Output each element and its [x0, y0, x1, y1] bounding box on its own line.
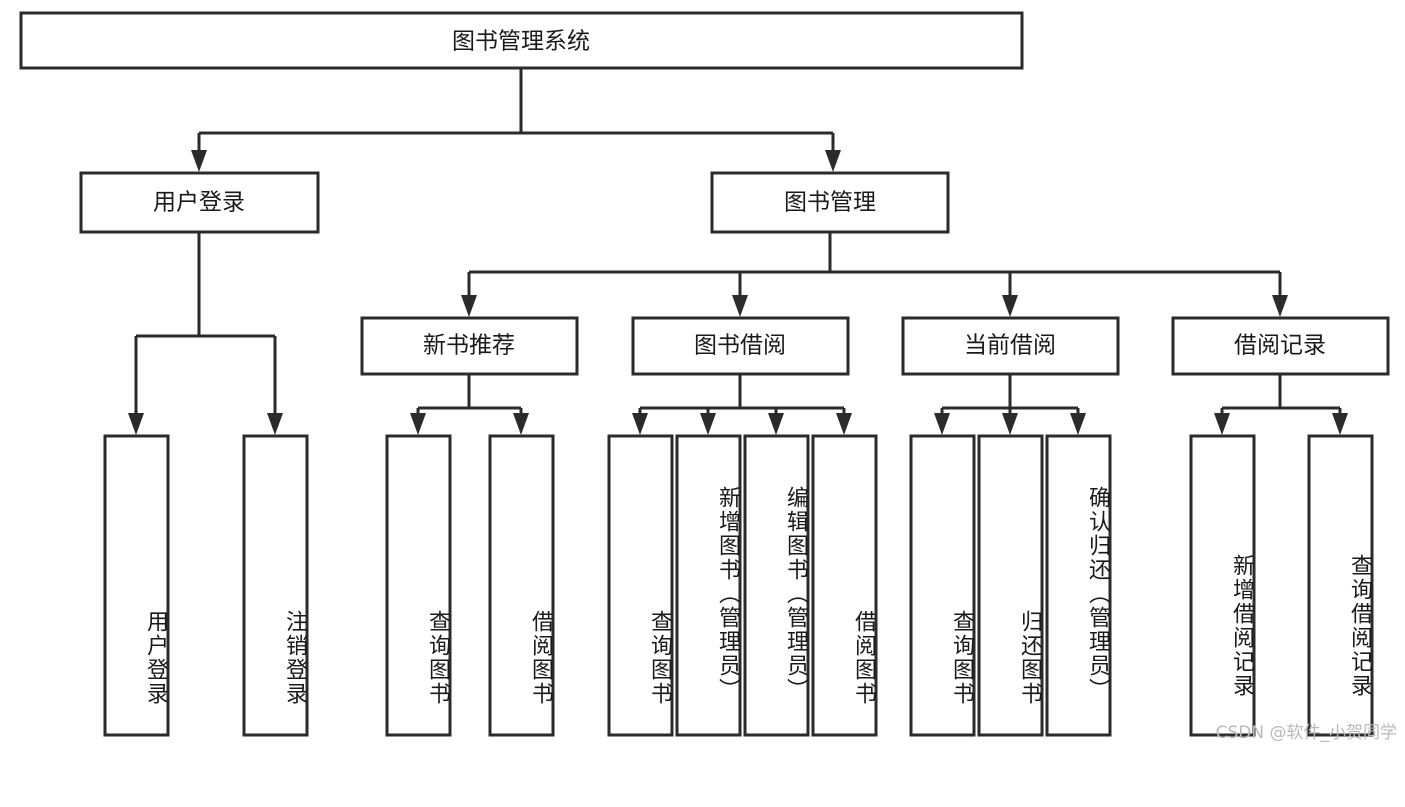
arrow-head-leaf-query-record: [1332, 413, 1348, 435]
arrow-head-leaf-borrow-book-1: [513, 413, 529, 435]
connector-group-new-book-rec: [410, 374, 529, 435]
node-user-login-box[interactable]: [79, 171, 320, 234]
node-root-box[interactable]: [19, 11, 1024, 70]
leaf-box-borrow-book-1[interactable]: [488, 434, 555, 737]
leaf-box-add-book[interactable]: [675, 434, 742, 737]
arrow-head-leaf-query-book-2: [632, 413, 648, 435]
arrow-head-book-manage: [825, 150, 841, 172]
node-current-borrow-label: 当前借阅: [964, 333, 1056, 359]
arrow-head-user-login: [191, 150, 207, 172]
leaf-box-borrow-book-2[interactable]: [811, 434, 878, 737]
csdn-watermark: CSDN @软件_小贺同学: [1215, 723, 1397, 743]
node-root-label: 图书管理系统: [452, 29, 590, 55]
arrow-head-leaf-query-book-1: [410, 413, 426, 435]
node-new-book-rec-box[interactable]: [360, 316, 579, 376]
leaf-box-query-record[interactable]: [1307, 434, 1374, 737]
arrow-head-current-borrow: [1002, 295, 1018, 317]
node-user-login-label: 用户登录: [153, 190, 245, 216]
node-borrow-record[interactable]: 借阅记录: [1171, 316, 1390, 376]
node-root[interactable]: 图书管理系统: [19, 11, 1024, 70]
connector-group-borrow-record: [1214, 374, 1348, 435]
arrow-head-book-borrow: [732, 295, 748, 317]
node-user-login[interactable]: 用户登录: [79, 171, 320, 234]
arrow-head-new-book-rec: [461, 295, 477, 317]
node-borrow-record-box[interactable]: [1171, 316, 1390, 376]
leaf-box-query-book-1[interactable]: [385, 434, 452, 737]
arrow-head-leaf-add-record: [1214, 413, 1230, 435]
connector-group-current-borrow: [934, 374, 1086, 435]
leaf-box-user-login[interactable]: [103, 434, 170, 737]
node-borrow-record-label: 借阅记录: [1234, 333, 1326, 359]
node-book-manage-box[interactable]: [710, 171, 950, 234]
node-book-borrow[interactable]: 图书借阅: [631, 316, 850, 376]
node-current-borrow-box[interactable]: [901, 316, 1120, 376]
leaf-box-edit-book[interactable]: [743, 434, 810, 737]
leaf-box-confirm-return[interactable]: [1045, 434, 1112, 737]
arrow-head-leaf-add-book: [700, 413, 716, 435]
arrow-head-leaf-user-login: [128, 413, 144, 435]
arrow-head-borrow-record: [1272, 295, 1288, 317]
connector-group-book-borrow: [632, 374, 852, 435]
arrow-head-leaf-return-book: [1002, 413, 1018, 435]
diagram-root: 图书管理系统 用户登录 图书管理 新书推荐 图书借阅 当前借阅 借阅记录: [19, 11, 1397, 743]
connector-group-root: [191, 68, 841, 172]
arrow-head-leaf-logout-login: [267, 413, 283, 435]
diagram-canvas: 图书管理系统 用户登录 图书管理 新书推荐 图书借阅 当前借阅 借阅记录: [19, 11, 1390, 737]
node-book-manage-label: 图书管理: [784, 190, 876, 216]
arrow-head-leaf-confirm-return: [1070, 413, 1086, 435]
arrow-head-leaf-borrow-book-2: [836, 413, 852, 435]
leaf-box-return-book[interactable]: [977, 434, 1044, 737]
node-current-borrow[interactable]: 当前借阅: [901, 316, 1120, 376]
leaf-box-add-record[interactable]: [1189, 434, 1256, 737]
leaf-boxes: [103, 434, 1374, 737]
connector-group-book-manage: [461, 233, 1288, 317]
leaf-box-query-book-2[interactable]: [607, 434, 674, 737]
node-book-manage[interactable]: 图书管理: [710, 171, 950, 234]
node-new-book-rec[interactable]: 新书推荐: [360, 316, 579, 376]
connector-group-user-login: [128, 233, 283, 435]
arrow-head-leaf-edit-book: [768, 413, 784, 435]
node-book-borrow-box[interactable]: [631, 316, 850, 376]
node-new-book-rec-label: 新书推荐: [423, 333, 515, 359]
leaf-box-logout-login[interactable]: [242, 434, 309, 737]
leaf-box-query-book-3[interactable]: [909, 434, 976, 737]
arrow-head-leaf-query-book-3: [934, 413, 950, 435]
node-book-borrow-label: 图书借阅: [694, 333, 786, 359]
